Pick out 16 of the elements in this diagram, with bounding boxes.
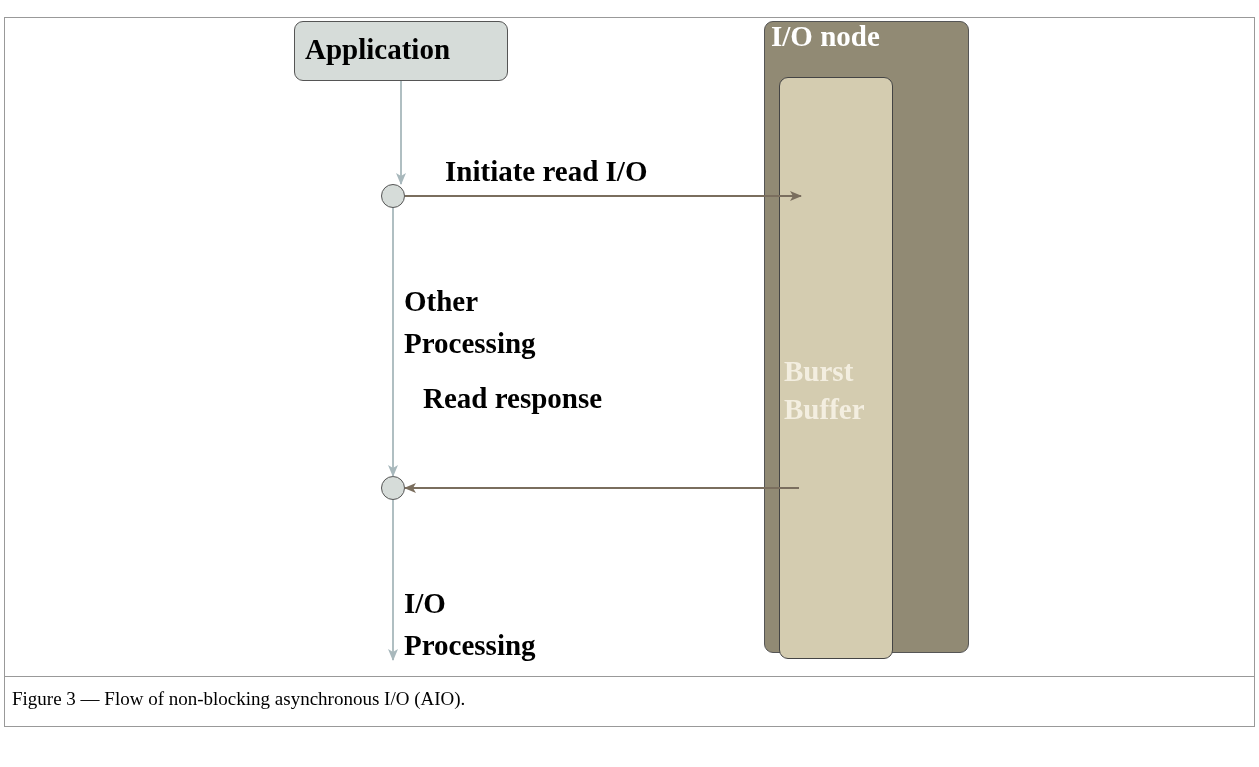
arrow: [404, 483, 800, 493]
panel-title: I/O node: [771, 19, 880, 54]
edge-label: Initiate read I/O: [445, 154, 648, 189]
arrow: [396, 80, 406, 185]
edge-label: Read response: [423, 381, 603, 416]
circle-node: [381, 184, 405, 208]
edge-label: Other Processing: [404, 284, 537, 362]
circle-node: [381, 476, 405, 500]
buffer-panel: [779, 77, 893, 659]
figure-caption: Figure 3 — Flow of non-blocking asynchronous I/O (AIO).: [12, 688, 466, 710]
arrow: [404, 191, 802, 201]
arrow: [388, 207, 398, 477]
process-box: [294, 21, 508, 81]
arrow: [388, 499, 398, 661]
edge-label: I/O Processing: [404, 586, 537, 664]
box-label: Application: [304, 32, 452, 67]
